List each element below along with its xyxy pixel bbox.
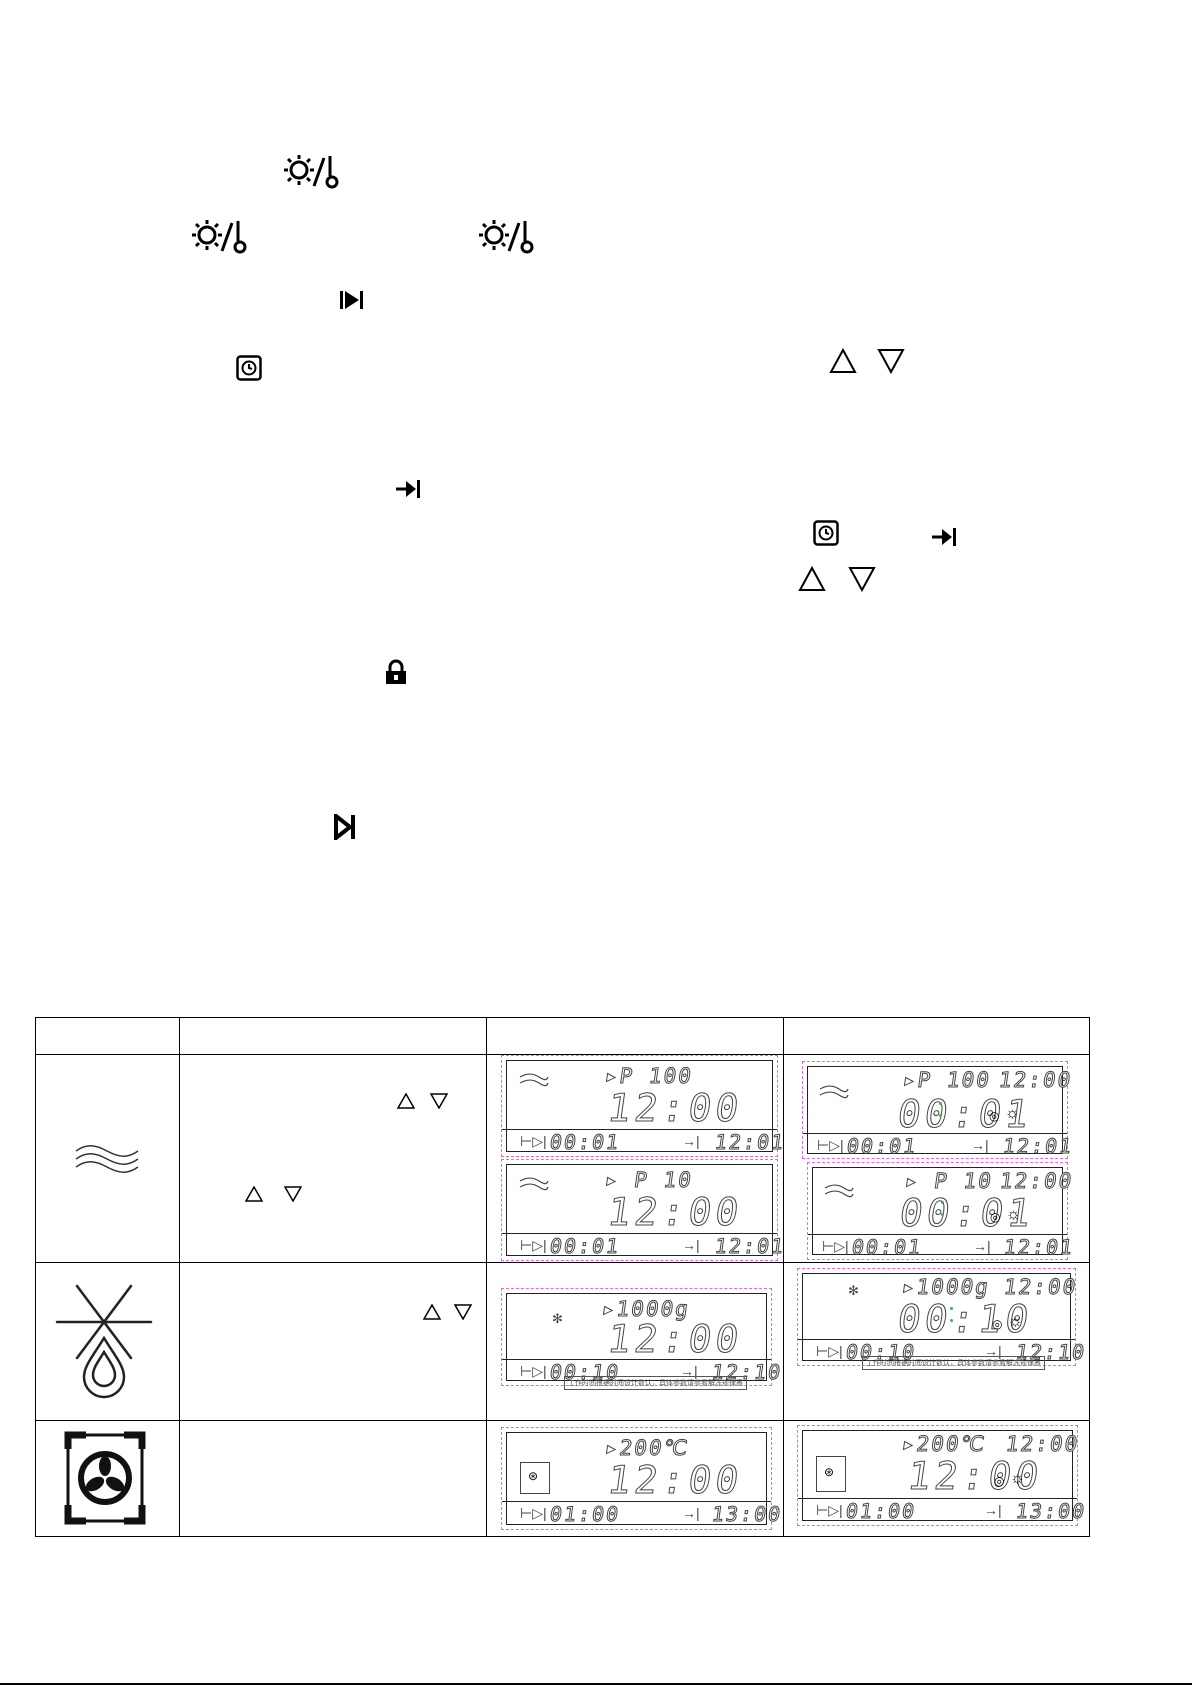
clock-icon: ◎	[994, 1474, 1005, 1488]
start-time-icon: ⊢▷|	[822, 1238, 849, 1254]
light-icon: ☼	[1008, 1313, 1023, 1330]
lcd-panel: ✻ ▸1000g 12:00 00:10 ◎ ☼ ⊢▷| 00:10 →| 12…	[797, 1268, 1088, 1370]
end-time-icon: →|	[680, 1363, 698, 1379]
lcd-end: 12:01	[713, 1130, 788, 1155]
light-icon: ☼	[1006, 1206, 1021, 1223]
start-time-icon: ⊢▷|	[817, 1137, 844, 1153]
down-triangle-icon	[877, 348, 905, 374]
defrost-icon	[53, 1282, 155, 1400]
down-triangle-icon	[430, 1093, 448, 1109]
end-time-icon	[932, 527, 958, 547]
start-time-icon: ⊢▷|	[520, 1237, 547, 1253]
lcd-main: 12:00	[604, 1190, 746, 1235]
lcd-main: 12:00	[604, 1086, 746, 1131]
lcd-indicator: ▸P 100	[901, 1068, 993, 1093]
steam-waves-icon	[74, 1143, 140, 1173]
lcd-panel: ▸ P 10 12:00 ⊢▷| 00:01 →| 12:01	[501, 1159, 787, 1261]
down-triangle-icon	[454, 1304, 472, 1320]
lcd-panel: ✻ ▸1000g 12:00 ⊢▷| 00:10 →| 12:10 工作时间根据…	[501, 1288, 784, 1390]
light-oven-icon	[284, 152, 342, 192]
lcd-indicator: ▸200℃	[603, 1436, 692, 1461]
clock-icon	[813, 520, 839, 546]
lcd-start: 00:01	[548, 1234, 623, 1259]
start-pause-icon	[334, 814, 358, 840]
defrost-note: 工作时间根据时间设计数认，具体参数请参看解冻规律表	[862, 1356, 1045, 1370]
fan-oven-icon: ⊛	[816, 1456, 846, 1492]
lcd-panel: ▸P 100 12:00 ⊢▷| 00:01 →| 12:01	[501, 1055, 787, 1157]
lcd-clock: 12:00	[1004, 1432, 1082, 1457]
lock-icon	[383, 659, 409, 685]
lcd-end: 12:01	[713, 1234, 788, 1259]
page-bottom-rule	[0, 1683, 1192, 1685]
end-time-icon: →|	[682, 1133, 700, 1149]
clock-icon: ◎	[990, 1210, 1001, 1224]
clock-icon: ◎	[992, 1317, 1003, 1331]
lcd-indicator: ▸P 100	[603, 1064, 695, 1089]
defrost-icon: ✻	[552, 1311, 563, 1326]
lcd-end: 13:00	[1014, 1499, 1089, 1524]
steam-waves-icon	[819, 1085, 849, 1099]
up-triangle-icon	[397, 1093, 415, 1109]
steam-waves-icon	[519, 1177, 549, 1191]
end-time-icon: →|	[984, 1343, 1002, 1359]
light-oven-icon	[479, 217, 537, 257]
lcd-panel: ▸ P 10 12:00 00:01 ◎ ☼ ⊢▷| 00:01 →| 12:0…	[807, 1162, 1076, 1260]
lcd-panel: ⊛ ▸200℃ 12:00 12:00 ◎ ☼ ⊢▷| 01:00 →| 13:…	[797, 1425, 1088, 1526]
lcd-end: 12:01	[1002, 1235, 1077, 1260]
lcd-indicator: ▸1000g	[900, 1275, 992, 1300]
steam-waves-icon	[824, 1184, 854, 1198]
lcd-clock: 12:00	[1002, 1275, 1080, 1300]
end-time-icon: →|	[971, 1137, 989, 1153]
end-time-icon: →|	[973, 1238, 991, 1254]
lcd-panel: ▸P 100 12:00 00:01 ◎ ☼ ⊢▷| 00:01 →| 12:0…	[802, 1061, 1075, 1159]
lcd-indicator: ▸ P 10	[903, 1169, 995, 1194]
start-time-icon	[340, 290, 366, 310]
lcd-start: 00:01	[548, 1130, 623, 1155]
lcd-end: 12:01	[1001, 1134, 1076, 1159]
up-triangle-icon	[423, 1304, 441, 1320]
fan-oven-icon: ⊛	[520, 1462, 550, 1494]
lcd-end: 13:00	[710, 1502, 785, 1527]
lcd-indicator: ▸ P 10	[603, 1168, 695, 1193]
lcd-clock: 12:00	[997, 1068, 1075, 1093]
start-time-icon: ⊢▷|	[520, 1133, 547, 1149]
start-time-icon: ⊢▷|	[520, 1363, 547, 1379]
clock-icon: ◎	[989, 1109, 1000, 1123]
lcd-panel: ⊛ ▸200℃ 12:00 ⊢▷| 01:00 →| 13:00	[501, 1427, 784, 1530]
start-time-icon: ⊢▷|	[816, 1502, 843, 1518]
lcd-clock: 12:00	[998, 1169, 1076, 1194]
clock-icon	[236, 355, 262, 381]
up-triangle-icon	[245, 1186, 263, 1202]
end-time-icon: →|	[984, 1502, 1002, 1518]
up-triangle-icon	[829, 348, 857, 374]
end-time-icon: →|	[682, 1237, 700, 1253]
lcd-main: 12:00	[604, 1458, 746, 1503]
light-icon: ☼	[1010, 1470, 1025, 1487]
lcd-start: 01:00	[844, 1499, 919, 1524]
lcd-main: 12:00	[604, 1317, 746, 1362]
light-icon: ☼	[1005, 1105, 1020, 1122]
steam-waves-icon	[519, 1073, 549, 1087]
lcd-start: 00:01	[850, 1235, 925, 1260]
end-time-icon: →|	[682, 1505, 700, 1521]
fan-oven-icon	[56, 1427, 154, 1529]
down-triangle-icon	[284, 1186, 302, 1202]
defrost-note: 工作时间根据时间设计数认，具体参数请参看解冻规律表	[564, 1376, 747, 1390]
end-time-icon	[396, 479, 422, 499]
light-oven-icon	[192, 217, 250, 257]
start-time-icon: ⊢▷|	[816, 1343, 843, 1359]
lcd-indicator: ▸200℃	[900, 1432, 989, 1457]
lcd-start: 00:01	[845, 1134, 920, 1159]
down-triangle-icon	[848, 566, 876, 592]
defrost-icon: ✻	[848, 1283, 859, 1298]
up-triangle-icon	[798, 566, 826, 592]
start-time-icon: ⊢▷|	[520, 1505, 547, 1521]
lcd-start: 01:00	[548, 1502, 623, 1527]
